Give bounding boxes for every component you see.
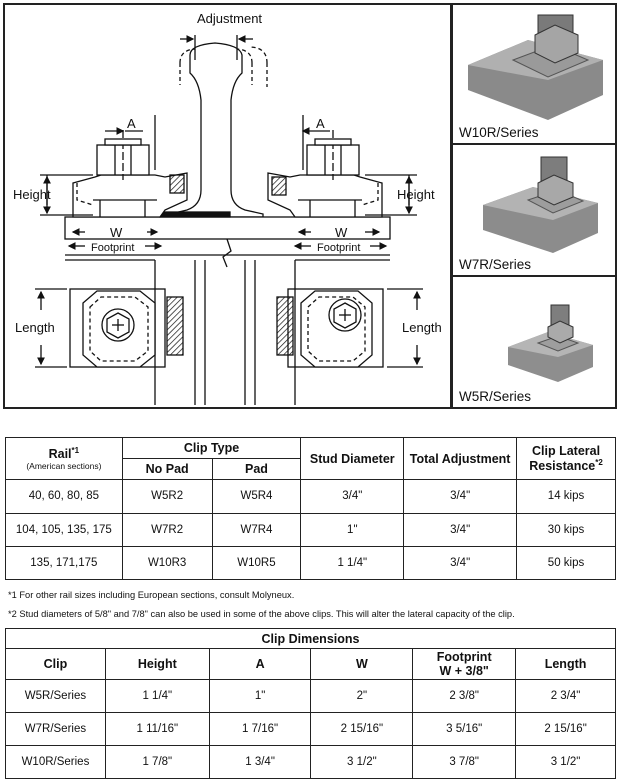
- lateral-resistance-header: Clip Lateral Resistance*2: [516, 436, 616, 481]
- dim-header-w: W: [310, 648, 414, 680]
- dim-header-clip: Clip: [5, 648, 106, 680]
- table-row: 104, 105, 135, 175 W7R2 W7R4 1" 3/4" 30 …: [5, 512, 616, 547]
- dim-header-height: Height: [104, 648, 210, 680]
- table-row: 40, 60, 80, 85 W5R2 W5R4 3/4" 3/4" 14 ki…: [5, 479, 616, 514]
- length-left-label: Length: [15, 320, 55, 335]
- w-left-label: W: [110, 225, 123, 240]
- w7r-caption: W7R/Series: [459, 257, 532, 272]
- footprint-right-label: Footprint: [317, 242, 360, 254]
- photo-w10r: W10R/Series: [451, 3, 617, 145]
- a-left-label: A: [127, 116, 136, 131]
- total-adjustment-header: Total Adjustment: [403, 436, 518, 481]
- dim-header-a: A: [208, 648, 312, 680]
- w5r-clip-image: [453, 277, 615, 407]
- table-row: W7R/Series 1 11/16" 1 7/16" 2 15/16" 3 5…: [5, 712, 616, 746]
- adjustment-label: Adjustment: [197, 11, 262, 26]
- photo-w5r: W5R/Series: [451, 275, 617, 409]
- w10r-clip-image: [453, 5, 615, 143]
- clip-dimensions-table: Clip Dimensions Clip Height A W Footprin…: [5, 628, 616, 779]
- dim-header-footprint: Footprint W + 3/8": [412, 648, 517, 680]
- dimensions-title: Clip Dimensions: [5, 628, 616, 649]
- photo-w7r: W7R/Series: [451, 143, 617, 277]
- technical-drawing-panel: Adjustment A A Height Height W W Footpri…: [3, 3, 452, 409]
- w5r-caption: W5R/Series: [459, 389, 532, 404]
- clip-type-table: Rail*1 (American sections) Clip Type Stu…: [5, 436, 616, 581]
- height-left-label: Height: [13, 187, 51, 202]
- w10r-caption: W10R/Series: [459, 125, 539, 140]
- rail-header: Rail*1 (American sections): [5, 436, 123, 481]
- table-row: 135, 171,175 W10R3 W10R5 1 1/4" 3/4" 50 …: [5, 545, 616, 581]
- w7r-clip-image: [453, 145, 615, 275]
- rail-clip-drawing: Adjustment A A Height Height W W Footpri…: [13, 11, 442, 405]
- footnote-1: *1 For other rail sizes including Europe…: [8, 590, 295, 600]
- pad-header: Pad: [211, 458, 302, 481]
- table-row: W10R/Series 1 7/8" 1 3/4" 3 1/2" 3 7/8" …: [5, 745, 616, 779]
- no-pad-header: No Pad: [121, 458, 213, 481]
- footnote-2: *2 Stud diameters of 5/8" and 7/8" can a…: [8, 609, 515, 619]
- table-row: W5R/Series 1 1/4" 1" 2" 2 3/8" 2 3/4": [5, 679, 616, 713]
- clip-type-header: Clip Type: [121, 436, 302, 460]
- w-right-label: W: [335, 225, 348, 240]
- a-right-label: A: [316, 116, 325, 131]
- stud-diameter-header: Stud Diameter: [300, 436, 405, 481]
- length-right-label: Length: [402, 320, 442, 335]
- dim-header-length: Length: [515, 648, 616, 680]
- footprint-left-label: Footprint: [91, 242, 134, 254]
- height-right-label: Height: [397, 187, 435, 202]
